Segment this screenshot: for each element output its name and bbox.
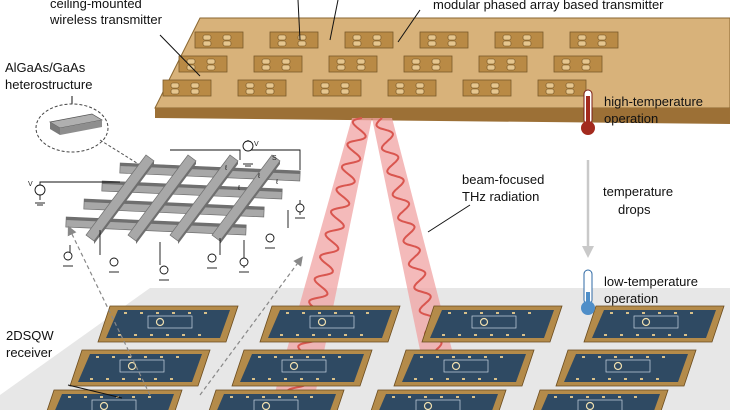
circuit-label-s-top: S (272, 155, 277, 162)
receiver-chip (370, 389, 507, 410)
transmitter-tile (344, 31, 394, 49)
circuit-label-v-top: V (254, 141, 259, 148)
label-wireless-line1: ceiling-mounted (50, 0, 142, 11)
mesh-bar (101, 180, 283, 200)
voltage-source-left (34, 184, 46, 196)
receiver-chip (259, 305, 401, 343)
heterostructure-zoom (35, 103, 141, 166)
mesh-bar (83, 198, 265, 218)
callout-top-a (297, 0, 301, 41)
label-beam-line2: THz radiation (462, 189, 539, 204)
label-low-temp-line1: low-temperature (604, 274, 698, 289)
voltage-source-top (242, 140, 254, 152)
circuit-label-l-4: ℓ (275, 179, 279, 186)
receiver-chip (583, 305, 725, 343)
receiver-chip (532, 389, 669, 410)
label-high-temp-line1: high-temperature (604, 94, 703, 109)
label-algaas-line1: AlGaAs/GaAs (5, 60, 86, 75)
receiver-chip (555, 349, 697, 387)
transmitter-tile (253, 55, 303, 73)
transmitter-tile (312, 79, 362, 97)
transmitter-tile (553, 55, 603, 73)
receiver-chip (46, 389, 183, 410)
dashed-arrow-left (67, 225, 151, 396)
label-wireless-line2: wireless transmitter (49, 12, 163, 27)
mesh-bar (119, 162, 301, 182)
label-temp-drops-line2: drops (618, 202, 651, 217)
transmitter-tile (537, 79, 587, 97)
receiver-chip (393, 349, 535, 387)
callout-wireless (159, 34, 201, 77)
receiver-chip (97, 305, 239, 343)
label-receiver-line1: 2DSQW (6, 328, 54, 343)
label-low-temp-line2: operation (604, 291, 658, 306)
mesh-grid (65, 154, 301, 244)
dashed-link-arrows (67, 225, 303, 396)
label-phased-array: modular phased array based transmitter (433, 0, 664, 12)
transmitter-tile (419, 31, 469, 49)
circuit-wires (39, 140, 301, 268)
receiver-chip (421, 305, 563, 343)
callout-lines (67, 0, 471, 399)
callout-receiver (67, 384, 123, 399)
dashed-arrow-right (199, 256, 303, 396)
receiver-chip (69, 349, 211, 387)
transmitter-tile (162, 79, 212, 97)
label-beam-line1: beam-focused (462, 172, 544, 187)
transmitter-tile (269, 31, 319, 49)
callout-phased (397, 9, 421, 43)
circuit-sources (34, 140, 305, 275)
thermometer-hot-icon (581, 89, 595, 135)
temperature-drop-arrow (582, 160, 594, 258)
label-algaas-line2: heterostructure (5, 77, 92, 92)
transmitter-board (154, 17, 730, 124)
mesh-bar (85, 154, 155, 244)
circuit-label-l-1: ℓ (224, 165, 228, 172)
mesh-circuit: V V S ℓ ℓ ℓ ℓ (28, 140, 305, 281)
receiver-chip (231, 349, 373, 387)
mesh-bar (169, 154, 239, 244)
label-temp-drops-line1: temperature (603, 184, 673, 199)
transmitter-tiles (162, 31, 619, 97)
transmitter-tile (237, 79, 287, 97)
transmitter-tile (462, 79, 512, 97)
circuit-grounds (35, 163, 305, 281)
callout-top-b (329, 0, 339, 41)
transmitter-tile (478, 55, 528, 73)
mesh-bar (127, 154, 197, 244)
transmitter-tile (403, 55, 453, 73)
label-high-temp-line2: operation (604, 111, 658, 126)
circuit-label-v-left: V (28, 181, 33, 188)
transmitter-tile (178, 55, 228, 73)
beam-wave-right (375, 117, 443, 351)
label-receiver-line2: receiver (6, 345, 53, 360)
transmitter-tile (569, 31, 619, 49)
callout-beam (427, 204, 471, 233)
transmitter-tile (194, 31, 244, 49)
circuit-label-l-3: ℓ (237, 185, 241, 192)
receiver-chip (208, 389, 345, 410)
thermometer-cold-icon (581, 269, 595, 315)
transmitter-tile (387, 79, 437, 97)
transmitter-tile (494, 31, 544, 49)
receiver-chip-array (46, 305, 725, 410)
circuit-label-l-2: ℓ (257, 173, 261, 180)
transmitter-tile (328, 55, 378, 73)
